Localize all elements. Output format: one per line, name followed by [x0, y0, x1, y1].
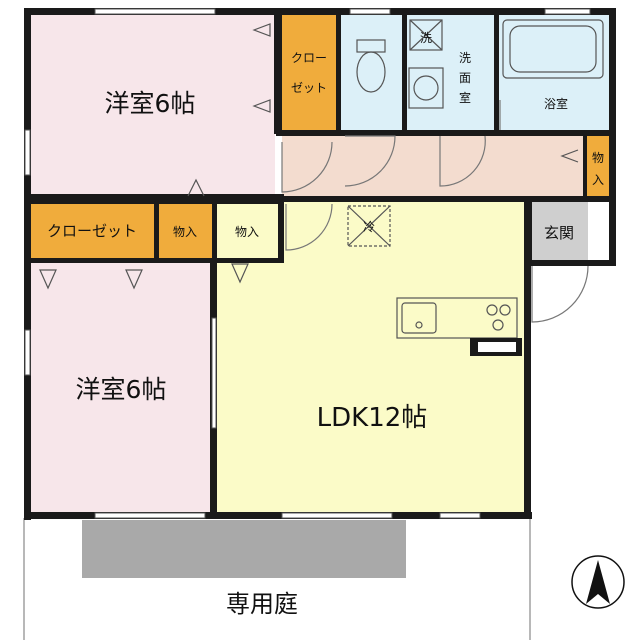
wall-entrance-left: [526, 200, 532, 262]
label-storage-mid1: 物入: [173, 225, 197, 239]
wall-right-step: [524, 260, 616, 266]
storage-slider-mid2: [231, 263, 249, 284]
wall-closet-left-right: [154, 200, 159, 262]
storage-hall: [586, 136, 610, 196]
storage-slider-hall: [560, 149, 579, 163]
kitchen-cabinet-inner: [478, 342, 516, 352]
ldk-entry-area: [284, 202, 524, 262]
wall-top: [24, 8, 616, 15]
wall-left: [24, 8, 31, 520]
wall-closet-right: [336, 8, 341, 136]
label-fridge-mark: 冷: [363, 220, 375, 234]
kitchen-counter: [396, 297, 518, 339]
storage-slider-mid1: [187, 178, 205, 197]
door-entrance: [531, 265, 589, 323]
window-room2-right: [211, 317, 217, 429]
wall-right-lower: [524, 200, 531, 519]
window-top-wash: [349, 8, 391, 15]
bathtub-inner: [509, 25, 597, 73]
washbasin-bowl: [413, 75, 439, 101]
window-bottom-ldk1: [281, 512, 393, 519]
wall-right-top: [609, 8, 616, 266]
label-entrance: 玄関: [544, 224, 574, 242]
window-left-bottom: [24, 329, 31, 376]
label-storage-hall-1: 物: [592, 151, 604, 165]
wall-toilet-right: [402, 8, 407, 136]
door-ldk: [285, 203, 333, 251]
kitchen-sink: [401, 302, 437, 334]
entrance-step: [588, 202, 610, 260]
label-closet-left: クローゼット: [47, 222, 137, 240]
label-western-room-top: 洋室6帖: [105, 89, 196, 118]
window-top-left: [94, 8, 216, 15]
wall-closets-bottom: [24, 258, 284, 263]
kitchen-sink-drain: [415, 321, 423, 329]
label-garden: 専用庭: [226, 590, 298, 618]
closet-top: [282, 14, 337, 132]
storage-mid1: [158, 204, 213, 259]
terrace: [82, 520, 406, 578]
window-top-bath: [544, 8, 591, 15]
wall-bottom: [24, 512, 532, 519]
stove-burner-1: [486, 304, 498, 316]
label-washroom-2: 面: [459, 71, 471, 85]
label-storage-mid2: 物入: [235, 225, 259, 239]
washer-pan: [409, 19, 443, 51]
wall-wash-right: [494, 8, 499, 136]
wall-hall-bottom: [284, 196, 614, 202]
window-bottom-ldk2: [439, 512, 481, 519]
washbasin: [408, 67, 444, 109]
toilet-bowl: [356, 51, 386, 93]
fridge-spot: [347, 205, 391, 247]
washroom: [405, 14, 495, 132]
compass-icon: [571, 555, 625, 609]
western-room-bottom: [30, 262, 212, 512]
wall-mid1-right: [212, 200, 217, 262]
label-washroom-3: 室: [459, 90, 471, 105]
wall-storage-hall-left: [583, 136, 587, 196]
washer-pan-diag2: [409, 19, 443, 51]
label-washroom-1: 洗: [459, 51, 471, 65]
bathtub: [502, 19, 604, 79]
closet-left: [30, 204, 155, 259]
label-closet-top-2: ゼット: [291, 81, 327, 95]
toilet: [340, 14, 403, 132]
compass-arrow-icon: [586, 560, 610, 604]
label-washer-mark: 洗: [420, 31, 432, 45]
label-closet-top-1: クロー: [291, 51, 327, 65]
wall-mid2-right: [278, 200, 284, 262]
garden-outline: [23, 518, 531, 640]
window-left-top: [24, 129, 31, 176]
wall-room1-bottom: [24, 194, 284, 204]
door-wash: [439, 135, 486, 187]
label-bathroom: 浴室: [544, 96, 568, 111]
closet-slider-top: [252, 23, 271, 113]
stove-burner-3: [492, 319, 504, 331]
western-room-top: [30, 14, 275, 194]
window-bottom-room2: [94, 512, 206, 519]
wall-wet-bottom: [276, 130, 616, 136]
hallway: [282, 136, 586, 196]
stove-burner-2: [499, 304, 511, 316]
label-storage-hall-2: 入: [592, 173, 604, 187]
fridge-diag2: [347, 205, 391, 247]
door-toilet: [344, 135, 396, 187]
closet-slider-left: [39, 269, 143, 290]
entrance-room: [530, 202, 588, 260]
door-room1: [281, 141, 333, 193]
bathroom: [498, 14, 610, 132]
wall-room1-right: [274, 8, 282, 134]
label-ldk: LDK12帖: [317, 403, 428, 433]
label-western-room-bottom: 洋室6帖: [76, 375, 167, 404]
